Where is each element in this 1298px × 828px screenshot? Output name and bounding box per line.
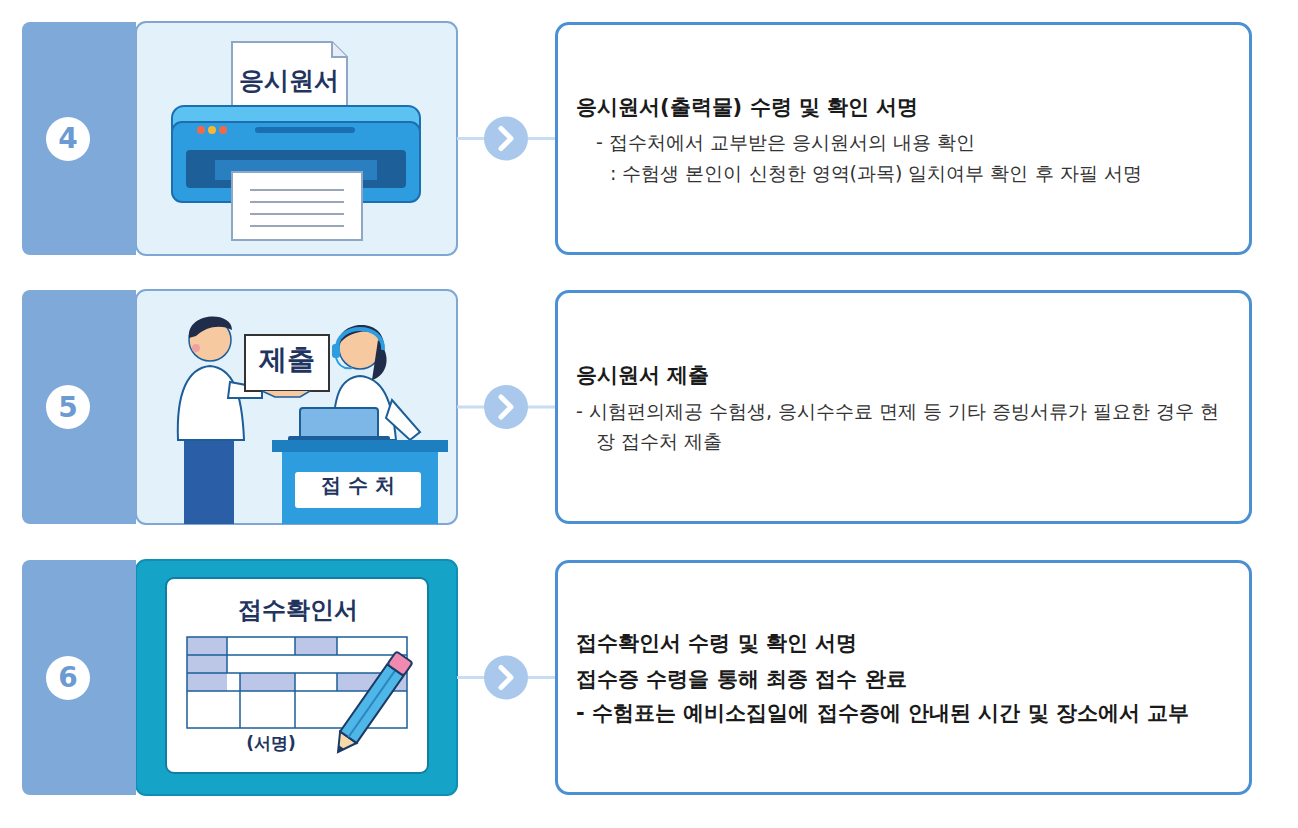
illustration-panel: 접수확인서 (서명): [136, 560, 457, 795]
step-number: 5: [58, 391, 77, 424]
chevron-circle: [484, 385, 528, 429]
description-box: 응시원서 제출 - 시험편의제공 수험생, 응시수수료 면제 등 기타 증빙서류가…: [555, 290, 1252, 524]
step-detail: - 수험표는 예비소집일에 접수증에 안내된 시간 및 장소에서 교부: [576, 697, 1231, 731]
step-arrow-group: [457, 656, 555, 700]
illustration-label: (서명): [216, 733, 326, 753]
chevron-head: [501, 668, 511, 688]
step-band: 5: [22, 290, 136, 524]
step-arrow-group: [457, 385, 555, 429]
chevron-circle: [484, 656, 528, 700]
step-heading: 응시원서(출력물) 수령 및 확인 서명: [576, 93, 1231, 121]
step-detail: - 접수처에서 교부받은 응시원서의 내용 확인: [576, 127, 1231, 157]
step-number: 6: [58, 661, 77, 694]
receipt-illustration: [136, 560, 457, 795]
number-circle: 6: [46, 656, 90, 700]
step-detail: - 시험편의제공 수험생, 응시수수료 면제 등 기타 증빙서류가 필요한 경우…: [576, 396, 1231, 457]
reception-illustration: [136, 290, 457, 524]
step-detail: : 수험생 본인이 신청한 영역(과목) 일치여부 확인 후 자필 서명: [590, 158, 1231, 188]
step-detail: 접수증 수령을 통해 최종 접수 완료: [576, 663, 1231, 697]
illustration-label: 접수확인서: [167, 596, 428, 625]
chevron-head: [501, 397, 511, 417]
description-box: 응시원서(출력물) 수령 및 확인 서명 - 접수처에서 교부받은 응시원서의 내…: [555, 22, 1252, 255]
step-heading: 응시원서 제출: [576, 361, 1231, 389]
number-circle: 4: [46, 117, 90, 161]
number-circle: 5: [46, 385, 90, 429]
description-box: 접수확인서 수령 및 확인 서명접수증 수령을 통해 최종 접수 완료- 수험표…: [555, 560, 1252, 795]
step-heading: 접수확인서 수령 및 확인 서명: [576, 629, 1231, 657]
step-band: 4: [22, 22, 136, 255]
step-arrow-group: [457, 117, 555, 161]
pencil: [330, 651, 413, 757]
illustration-label: 제출: [245, 343, 329, 377]
illustration-label: 응시원서: [216, 66, 361, 96]
chevron-circle: [484, 117, 528, 161]
step-band: 6: [22, 560, 136, 795]
illustration-panel: 응시원서: [136, 22, 457, 255]
printer-illustration: [136, 22, 457, 255]
illustration-label: 접 수 처: [295, 473, 421, 497]
illustration-panel: 제출접 수 처: [136, 290, 457, 524]
step-number: 4: [58, 122, 77, 155]
chevron-head: [501, 129, 511, 149]
